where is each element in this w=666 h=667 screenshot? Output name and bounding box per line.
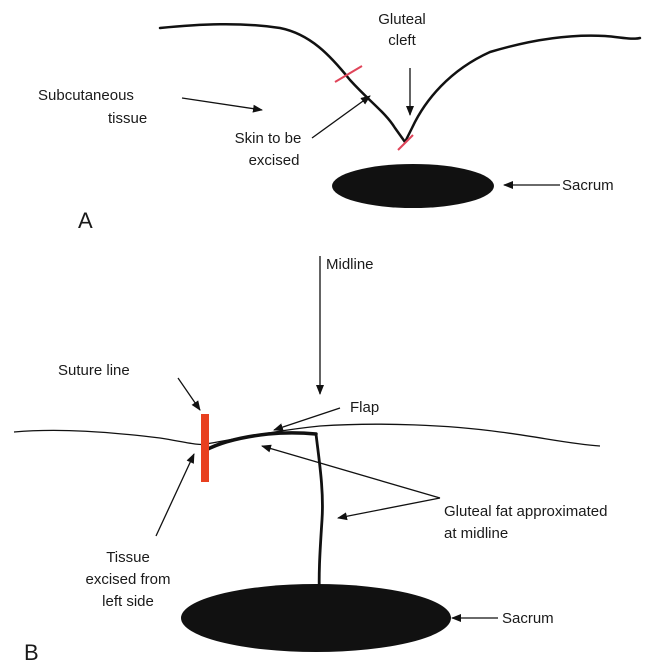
- panel-letter-b: B: [24, 640, 39, 662]
- label-gluteal-fat-1: Gluteal fat approximated: [444, 503, 607, 520]
- label-tissue-excised-1: Tissue: [106, 549, 150, 566]
- label-tissue-excised-2: excised from: [85, 571, 170, 588]
- gluteal-fat-line: [316, 434, 322, 604]
- label-tissue-excised-3: left side: [102, 593, 154, 610]
- label-flap: Flap: [350, 399, 379, 416]
- panel-b: Midline Suture line Flap Gluteal fat app…: [14, 256, 607, 662]
- arrow-gluteal-fat-1: [262, 446, 440, 498]
- label-gluteal-fat-2: at midline: [444, 525, 508, 542]
- arrow-flap: [274, 408, 340, 430]
- arrow-subcutaneous: [182, 98, 262, 110]
- arrow-suture-line: [178, 378, 200, 410]
- arrow-tissue-excised: [156, 454, 194, 536]
- label-gluteal-cleft-1: Gluteal: [378, 11, 426, 28]
- label-skin-excised-1: Skin to be: [235, 130, 302, 147]
- sacrum-a: [332, 164, 494, 208]
- suture-line-bar: [201, 414, 209, 482]
- panel-letter-a: A: [78, 208, 93, 233]
- label-suture-line: Suture line: [58, 362, 130, 379]
- label-gluteal-cleft-2: cleft: [388, 32, 416, 49]
- label-subcutaneous-2: tissue: [108, 110, 147, 127]
- arrow-gluteal-fat-2: [338, 498, 440, 518]
- flap-line: [206, 433, 316, 450]
- label-midline: Midline: [326, 256, 374, 273]
- skin-surface-b: [14, 424, 600, 446]
- label-sacrum-b: Sacrum: [502, 610, 554, 627]
- arrow-skin-excised: [312, 96, 370, 138]
- label-sacrum-a: Sacrum: [562, 177, 614, 194]
- panel-a: Gluteal cleft Subcutaneous tissue Skin t…: [38, 11, 640, 233]
- label-skin-excised-2: excised: [249, 152, 300, 169]
- label-subcutaneous-1: Subcutaneous: [38, 87, 134, 104]
- sacrum-b: [181, 584, 451, 652]
